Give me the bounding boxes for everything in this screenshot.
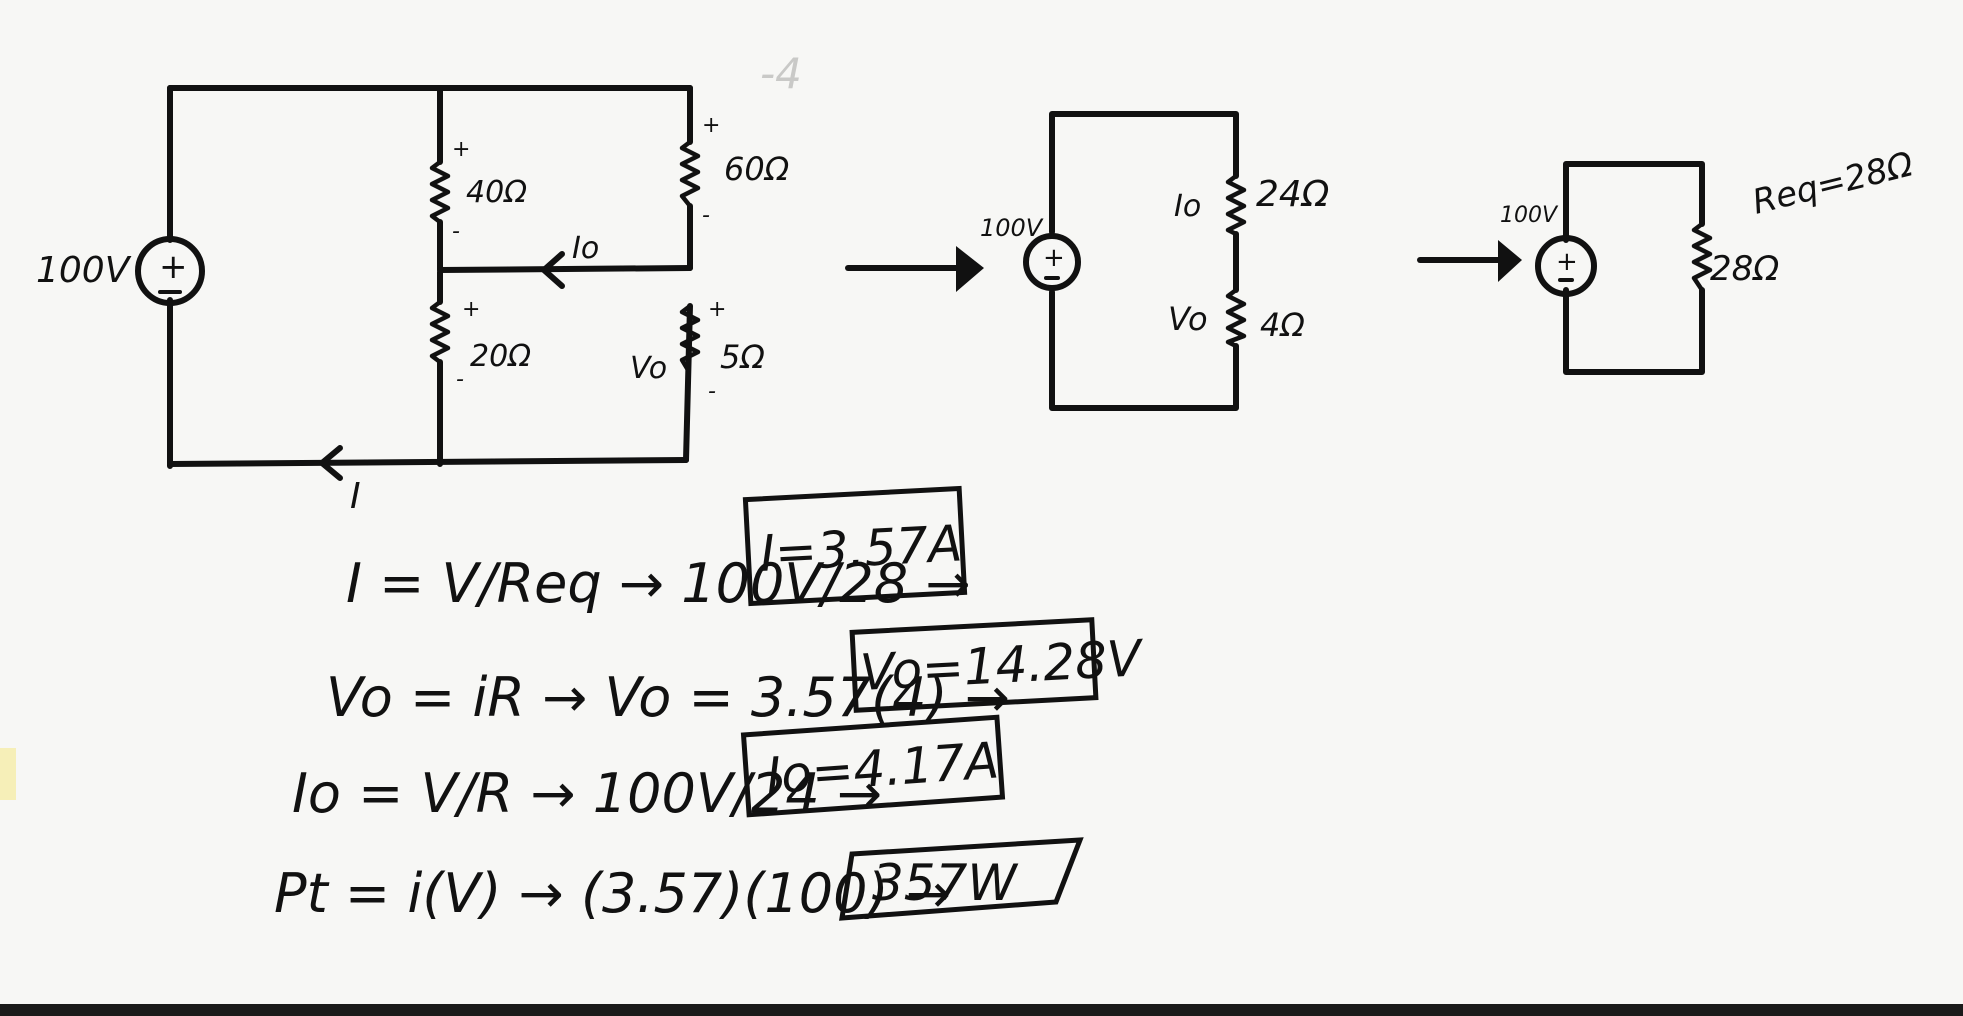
c2-io-label: Io [1174, 189, 1201, 224]
sticky-note-edge [0, 748, 16, 800]
c2-vo-label: Vo [1168, 300, 1208, 338]
faint-background-text: -4 [760, 49, 802, 98]
c1-voltage-source-icon [135, 236, 205, 306]
c1-r20-minus: - [456, 367, 464, 392]
c1-wire-bottom [167, 457, 689, 467]
c2-source-label: 100V [980, 214, 1044, 242]
answer-box-1 [742, 485, 968, 607]
c3-voltage-source-icon [1535, 235, 1597, 297]
c1-resistor-40-icon [429, 159, 451, 225]
c2-resistor-4-icon [1225, 287, 1247, 349]
c2-wire-loop [1049, 111, 1239, 411]
c3-r28-label: 28Ω [1710, 249, 1779, 289]
circuit-1: + 100V + - 40Ω + - 60Ω + - 20Ω + - 5Ω Vo… [36, 85, 790, 517]
bottom-edge-shadow [0, 1004, 1963, 1016]
c1-r5-minus: - [708, 379, 716, 404]
answer-box-2 [849, 617, 1099, 713]
c2-r4-label: 4Ω [1260, 306, 1305, 344]
c1-vo-label: Vo [630, 351, 667, 386]
transform-arrow-2-head [1498, 240, 1522, 282]
c1-r20-label: 20Ω [470, 339, 531, 374]
c1-r5-label: 5Ω [720, 338, 765, 376]
transform-arrow-1-head [956, 246, 984, 292]
c1-resistor-20-icon [429, 299, 451, 365]
c1-wire-crossbar [437, 265, 693, 273]
c1-r20-plus: + [462, 297, 480, 322]
c1-r40-minus: - [452, 219, 460, 244]
equations: I = V/Req → 100V/28 → I=3.57A Vo = iR → … [274, 485, 1146, 925]
c1-r40-label: 40Ω [466, 175, 527, 210]
answer-box-3 [740, 714, 1006, 818]
c1-r60-plus: + [702, 113, 720, 138]
c2-voltage-source-icon [1023, 233, 1081, 291]
c1-resistor-5-icon [679, 303, 701, 373]
c1-r40-plus: + [452, 137, 470, 162]
c2-source-plus: + [1043, 243, 1065, 273]
c1-io-arrow-icon [541, 251, 565, 289]
c1-r60-minus: - [702, 203, 710, 228]
answer-4: 357W [872, 854, 1018, 912]
c3-source-label: 100V [1500, 203, 1559, 228]
c3-wire-loop [1563, 161, 1705, 375]
c1-r5-plus: + [708, 297, 726, 322]
c2-r24-label: 24Ω [1256, 174, 1330, 215]
c3-resistor-28-icon [1691, 221, 1713, 293]
c1-source-plus: + [159, 247, 188, 287]
equation-2: Vo = iR → Vo = 3.57(4) → [326, 666, 1010, 729]
answer-box-4 [839, 837, 1084, 921]
answer-1: I=3.57A [759, 514, 964, 583]
c1-io-label: Io [572, 231, 599, 266]
c2-resistor-24-icon [1225, 173, 1247, 237]
circuit-2: + 100V 24Ω Io 4Ω Vo [980, 111, 1330, 411]
c1-i-label: I [350, 476, 361, 517]
c1-resistor-60-icon [679, 139, 701, 209]
c1-i-arrow-icon [319, 445, 343, 481]
equation-1: I = V/Req → 100V/28 → [346, 552, 971, 615]
equation-4: Pt = i(V) → (3.57)(100) → [274, 862, 951, 925]
c3-source-plus: + [1556, 247, 1578, 277]
c1-r60-label: 60Ω [724, 150, 790, 188]
c1-source-label: 100V [36, 250, 132, 291]
